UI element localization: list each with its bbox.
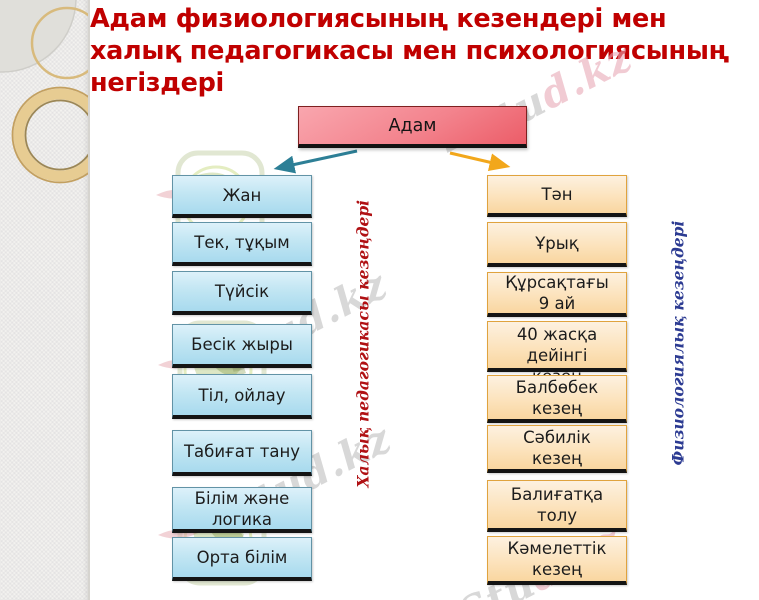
- root-node-adam: Адам: [298, 106, 527, 148]
- left-branch-arrow: [273, 149, 358, 174]
- right-branch-arrow: [449, 151, 511, 172]
- left-branch-box-5: Тіл, ойлау: [172, 374, 312, 419]
- left-branch-box-4: Бесік жыры: [172, 324, 312, 368]
- left-branch-box-1: Жан: [172, 175, 312, 218]
- left-branch-box-7: Білім және логика: [172, 487, 312, 533]
- left-branch-box-8: Орта білім: [172, 537, 312, 581]
- slide-title: Адам физиологиясының кезендері мен халық…: [90, 3, 756, 99]
- title-line-2: халық педагогикасы мен психологиясының: [90, 36, 729, 66]
- decorative-sidebar: [0, 0, 90, 600]
- left-branch-box-3: Түйсік: [172, 271, 312, 315]
- right-branch-box-2: Ұрық: [487, 222, 627, 267]
- right-axis-label: Физиологиялық кезеңдері: [668, 220, 688, 466]
- sidebar-circles-decoration: [0, 0, 88, 184]
- right-branch-box-8: Кәмелеттік кезең: [487, 536, 627, 585]
- title-line-1: Адам физиологиясының кезендері мен: [90, 4, 667, 34]
- left-branch-box-6: Табиғат тану: [172, 430, 312, 476]
- left-axis-label: Халық педагогикасы кезеңдері: [353, 199, 373, 488]
- right-branch-box-4: 40 жасқа дейінгі кезең: [487, 321, 627, 386]
- right-branch-box-6: Сәбилік кезең: [487, 425, 627, 473]
- title-line-3: негіздері: [90, 68, 224, 98]
- right-branch-box-3: Құрсақтағы 9 ай: [487, 272, 627, 317]
- right-branch-box-5: Балбөбек кезең: [487, 375, 627, 423]
- right-branch-box-1: Тән: [487, 175, 627, 217]
- right-branch-box-7: Балиғатқа толу: [487, 480, 627, 532]
- root-node-label: Адам: [388, 115, 437, 136]
- left-branch-box-2: Тек, тұқым: [172, 222, 312, 266]
